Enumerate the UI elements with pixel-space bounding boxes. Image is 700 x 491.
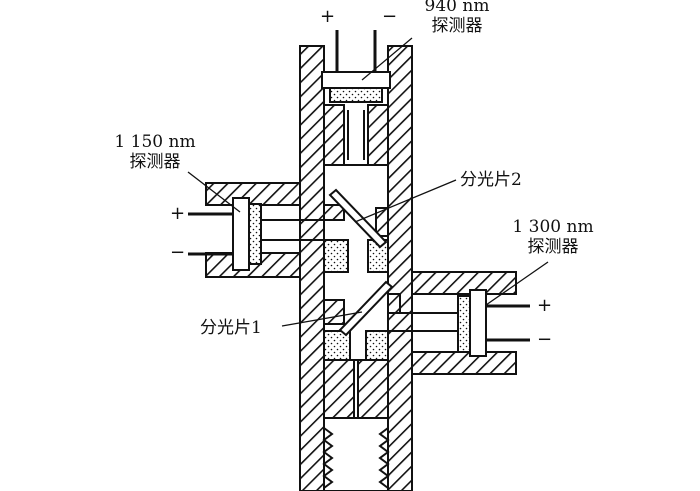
leader-top-detector bbox=[361, 37, 413, 81]
right-minus-sign: − bbox=[537, 329, 553, 350]
splitter1-left-block bbox=[323, 299, 345, 325]
right-detector-label: 1 300 nm 探测器 bbox=[508, 217, 598, 257]
splitter1-upper-block bbox=[387, 293, 401, 314]
left-detector-wavelength: 1 150 nm bbox=[114, 132, 196, 152]
housing-right-wall bbox=[387, 45, 413, 491]
leader-right-detector bbox=[485, 261, 549, 306]
left-detector-window bbox=[248, 203, 262, 265]
right-detector-window bbox=[457, 295, 471, 353]
beam-splitter-1 bbox=[338, 280, 394, 337]
thread-right bbox=[378, 427, 390, 489]
beam-splitter-1-label: 分光片1 bbox=[200, 318, 262, 338]
thread-left bbox=[322, 427, 334, 489]
left-detector-label: 1 150 nm 探测器 bbox=[110, 132, 200, 172]
housing-left-wall bbox=[299, 45, 325, 491]
beam-splitter-2-label: 分光片2 bbox=[460, 170, 522, 190]
splitter2-right-block bbox=[375, 207, 389, 237]
lower-right-block bbox=[357, 359, 389, 419]
splitter2-left-block bbox=[323, 204, 345, 221]
top-plus-sign: + bbox=[320, 6, 336, 27]
left-plus-sign: + bbox=[170, 203, 186, 224]
leader-splitter-1 bbox=[281, 311, 363, 327]
splitter2-left-dots bbox=[323, 239, 349, 273]
right-detector-body bbox=[469, 289, 487, 357]
right-detector-wavelength: 1 300 nm bbox=[512, 217, 594, 237]
top-mount-right-block bbox=[367, 104, 389, 166]
left-minus-sign: − bbox=[170, 242, 186, 263]
beam-splitter-2 bbox=[328, 188, 388, 249]
top-detector-wavelength: 940 nm bbox=[424, 0, 490, 16]
leader-splitter-2 bbox=[354, 179, 457, 223]
top-detector-window bbox=[329, 87, 383, 103]
top-detector-label: 940 nm 探测器 bbox=[412, 0, 502, 36]
left-arm-upper-wall bbox=[205, 182, 301, 206]
threaded-plug bbox=[323, 417, 389, 491]
lower-left-block bbox=[323, 359, 355, 419]
leader-left-detector bbox=[187, 171, 241, 213]
right-plus-sign: + bbox=[537, 295, 553, 316]
right-arm-upper-wall bbox=[411, 271, 517, 295]
right-detector-name: 探测器 bbox=[527, 237, 579, 257]
top-detector-body bbox=[321, 71, 391, 89]
top-minus-sign: − bbox=[382, 6, 398, 27]
top-detector-name: 探测器 bbox=[431, 16, 483, 36]
right-arm-lower-wall bbox=[411, 351, 517, 375]
left-detector-name: 探测器 bbox=[129, 152, 181, 172]
top-mount-left-block bbox=[323, 104, 345, 166]
splitter1-right-dots bbox=[365, 330, 389, 361]
